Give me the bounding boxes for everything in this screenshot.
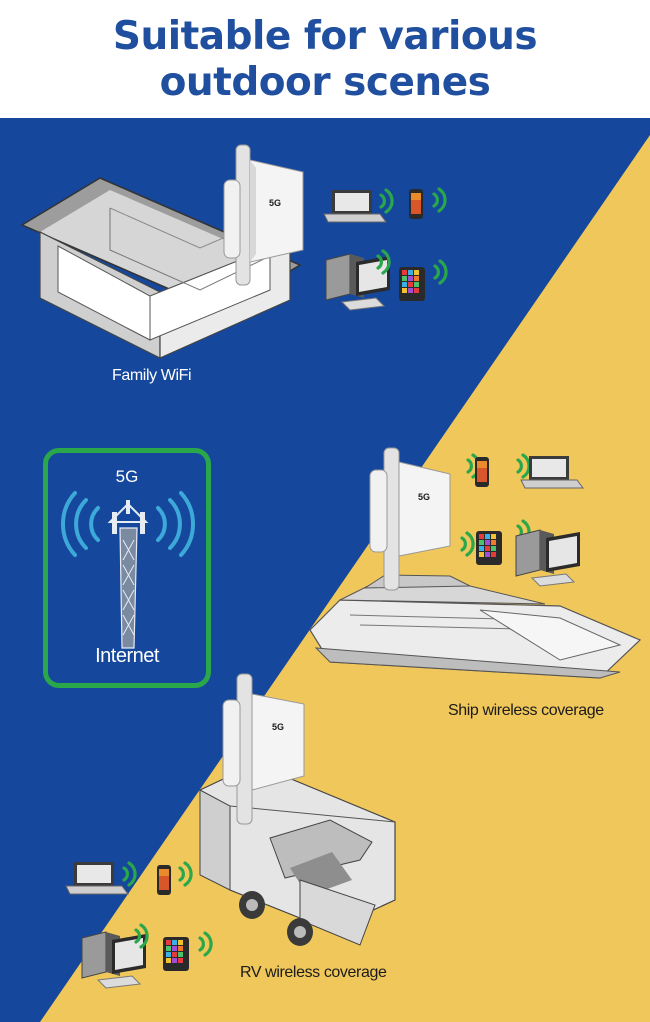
internet-tower-box: 5G Internet <box>43 448 211 688</box>
background-yellow <box>40 135 650 1022</box>
cpe-badge-rv: 5G <box>272 722 284 732</box>
ship-illustration <box>309 574 642 679</box>
internet-label: Internet <box>95 645 159 667</box>
tablet-icon <box>476 531 502 565</box>
tablet-icon <box>163 937 189 971</box>
house-illustration <box>20 177 302 359</box>
title-line-1: Suitable for various <box>112 14 538 59</box>
page-title: Suitable for various outdoor scenes <box>0 14 650 106</box>
cpe-device-rv <box>222 673 305 825</box>
cpe-device-family <box>223 144 304 286</box>
caption-rv-coverage: RV wireless coverage <box>240 964 387 981</box>
cpe-device-ship <box>369 447 451 591</box>
phone-icon <box>475 457 489 487</box>
caption-family-wifi: Family WiFi <box>112 367 192 384</box>
phone-icon <box>409 189 423 219</box>
cpe-badge-family: 5G <box>269 198 281 208</box>
cell-tower-illustration <box>61 491 195 649</box>
caption-ship-coverage: Ship wireless coverage <box>448 702 604 719</box>
tablet-icon <box>399 267 425 301</box>
network-label: 5G <box>115 467 139 486</box>
title-line-2: outdoor scenes <box>159 60 491 105</box>
cpe-badge-ship: 5G <box>418 492 430 502</box>
phone-icon <box>157 865 171 895</box>
